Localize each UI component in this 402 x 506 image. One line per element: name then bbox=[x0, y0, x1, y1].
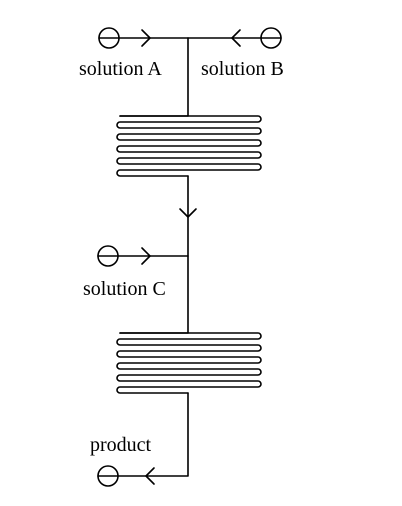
solution-a-label: solution A bbox=[79, 58, 162, 80]
transfer-line bbox=[119, 175, 189, 334]
product-circle-icon bbox=[97, 465, 119, 487]
solution-c-label: solution C bbox=[83, 278, 166, 300]
solution-b-label: solution B bbox=[201, 58, 284, 80]
reactor-1 bbox=[116, 115, 262, 177]
transfer-flow-arrow-icon bbox=[179, 208, 197, 218]
solution-a-flow-arrow-icon bbox=[141, 29, 151, 47]
product-outlet bbox=[97, 392, 189, 487]
solution-b-inlet bbox=[187, 27, 282, 49]
product-label: product bbox=[90, 434, 152, 456]
product-flow-arrow-icon bbox=[145, 467, 155, 485]
solution-c-inlet bbox=[97, 245, 189, 267]
solution-b-flow-arrow-icon bbox=[231, 29, 241, 47]
solution-a-inlet bbox=[98, 27, 189, 49]
solution-c-flow-arrow-icon bbox=[141, 247, 151, 265]
reactor-2 bbox=[116, 332, 262, 394]
